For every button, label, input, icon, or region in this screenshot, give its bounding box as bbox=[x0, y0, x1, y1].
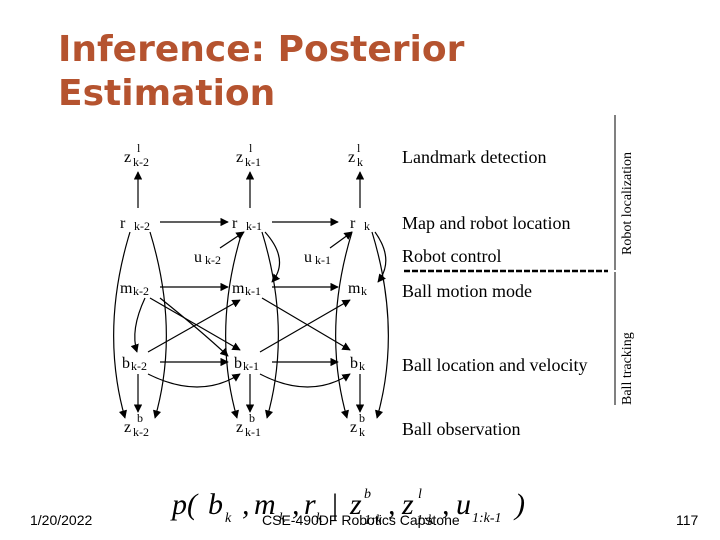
svg-text:,: , bbox=[292, 488, 300, 521]
svg-text:b: b bbox=[359, 411, 365, 425]
svg-text:b: b bbox=[208, 488, 223, 521]
title-line-1: Inference: Posterior bbox=[58, 29, 465, 70]
svg-text:k-2: k-2 bbox=[133, 155, 149, 169]
svg-text:z: z bbox=[350, 419, 357, 436]
label-robot-control: Robot control bbox=[402, 246, 502, 266]
svg-text:k: k bbox=[359, 359, 365, 373]
svg-text:k-1: k-1 bbox=[243, 359, 259, 373]
footer-page-number: 117 bbox=[676, 512, 699, 528]
label-ball-location-velocity: Ball location and velocity bbox=[402, 355, 588, 375]
svg-text:,: , bbox=[388, 488, 396, 521]
svg-text:b: b bbox=[122, 355, 130, 372]
svg-text:k: k bbox=[364, 219, 370, 233]
label-map-robot-location: Map and robot location bbox=[402, 213, 571, 233]
svg-text:k-2: k-2 bbox=[133, 284, 149, 298]
svg-text:1:k: 1:k bbox=[416, 513, 435, 528]
svg-text:k-1: k-1 bbox=[245, 425, 261, 439]
svg-text:): ) bbox=[513, 488, 525, 521]
svg-text:u: u bbox=[194, 249, 202, 266]
label-landmark-detection: Landmark detection bbox=[402, 147, 547, 167]
svg-text:z: z bbox=[236, 419, 243, 436]
side-label-robot-localization: Robot localization bbox=[620, 151, 635, 255]
svg-text:z: z bbox=[348, 149, 355, 166]
svg-text:p(: p( bbox=[170, 488, 199, 521]
svg-text:b: b bbox=[234, 355, 242, 372]
svg-text:r: r bbox=[350, 215, 356, 232]
posterior-formula: p( b k , m k , r k | z b 1:k , z l 1:k ,… bbox=[170, 487, 525, 528]
svg-text:r: r bbox=[304, 488, 316, 521]
svg-text:k: k bbox=[279, 511, 286, 526]
svg-text:r: r bbox=[232, 215, 238, 232]
svg-text:k-2: k-2 bbox=[205, 253, 221, 267]
svg-text:k: k bbox=[357, 155, 363, 169]
svg-text:m: m bbox=[232, 280, 245, 297]
node-base: z bbox=[124, 149, 131, 166]
svg-text:z: z bbox=[401, 488, 414, 521]
svg-text:u: u bbox=[456, 488, 471, 521]
side-label-ball-tracking: Ball tracking bbox=[620, 332, 635, 405]
svg-text:z: z bbox=[236, 149, 243, 166]
title-line-2: Estimation bbox=[58, 73, 276, 114]
svg-text:m: m bbox=[120, 280, 133, 297]
svg-text:,: , bbox=[242, 488, 250, 521]
label-ball-observation: Ball observation bbox=[402, 419, 521, 439]
svg-text:1:k-1: 1:k-1 bbox=[472, 511, 502, 526]
svg-text:b: b bbox=[137, 411, 143, 425]
svg-text:z: z bbox=[124, 419, 131, 436]
label-ball-motion-mode: Ball motion mode bbox=[402, 281, 532, 301]
svg-text:k-2: k-2 bbox=[134, 219, 150, 233]
node-r-k-2: r k-2 bbox=[118, 208, 162, 239]
svg-text:u: u bbox=[304, 249, 312, 266]
svg-text:l: l bbox=[418, 487, 422, 502]
footer-date: 1/20/2022 bbox=[30, 512, 93, 528]
svg-text:r: r bbox=[120, 215, 126, 232]
svg-text:k-2: k-2 bbox=[133, 425, 149, 439]
svg-text:l: l bbox=[357, 141, 361, 155]
svg-text:1:k: 1:k bbox=[364, 513, 383, 528]
svg-text:l: l bbox=[249, 141, 253, 155]
svg-text:b: b bbox=[249, 411, 255, 425]
svg-text:k-1: k-1 bbox=[246, 219, 262, 233]
svg-text:|: | bbox=[332, 488, 338, 521]
node-r-k-1: r k-1 bbox=[230, 208, 274, 239]
footer-course: CSE-490DF Robotics Capstone bbox=[262, 512, 460, 528]
svg-text:z: z bbox=[349, 488, 362, 521]
svg-text:k-1: k-1 bbox=[315, 253, 331, 267]
svg-text:m: m bbox=[348, 280, 361, 297]
slide-title: Inference: Posterior Estimation bbox=[58, 28, 464, 116]
svg-text:,: , bbox=[442, 488, 450, 521]
svg-text:k-2: k-2 bbox=[131, 359, 147, 373]
diagram-edges bbox=[113, 171, 389, 419]
svg-text:k-1: k-1 bbox=[245, 284, 261, 298]
svg-text:k: k bbox=[359, 425, 365, 439]
svg-text:k: k bbox=[316, 511, 323, 526]
svg-text:k: k bbox=[225, 511, 232, 526]
svg-text:b: b bbox=[350, 355, 358, 372]
svg-text:k: k bbox=[361, 284, 367, 298]
svg-text:k-1: k-1 bbox=[245, 155, 261, 169]
svg-text:m: m bbox=[254, 488, 276, 521]
svg-text:l: l bbox=[137, 141, 141, 155]
svg-text:b: b bbox=[364, 487, 371, 502]
